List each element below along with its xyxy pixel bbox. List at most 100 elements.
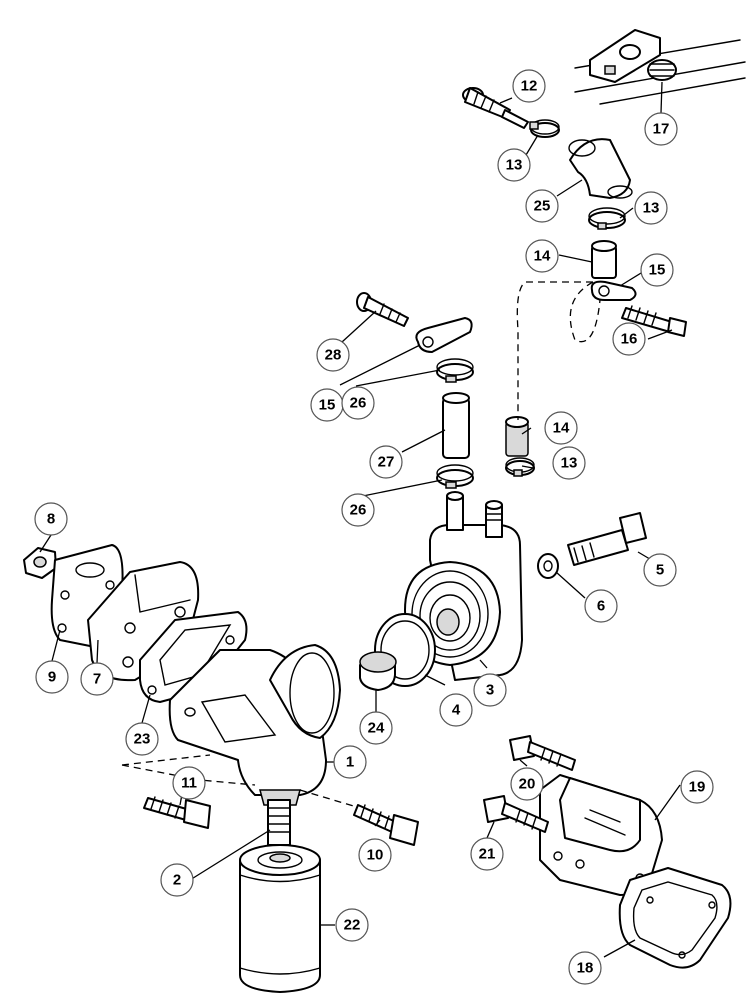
part-19-cover-plate [539,774,663,896]
part-15-clip-upper [590,280,637,301]
part-22-oil-filter [239,844,321,993]
callout-c8: 8 [34,502,68,536]
callout-c11: 11 [172,766,206,800]
callout-c16: 16 [612,322,646,356]
callout-c23: 23 [125,722,159,756]
callout-label: 13 [561,455,578,472]
part-20-bolt [509,735,576,771]
callout-label: 14 [534,248,551,265]
part-18-gasket [618,867,732,969]
callout-c17: 17 [644,112,678,146]
callout-label: 24 [368,720,385,737]
callout-c26a: 26 [341,386,375,420]
part-5-bolt [567,512,647,566]
callout-label: 11 [181,775,197,792]
part-24-plug [359,651,397,691]
part-14-sleeve-upper [591,240,617,279]
callout-label: 23 [134,731,151,748]
part-21-bolt [483,795,549,833]
callout-label: 25 [534,198,551,215]
part-13-hose-clamp-top [529,119,560,138]
callout-label: 16 [621,331,638,348]
callout-c14a: 14 [525,239,559,273]
callout-label: 26 [350,395,367,412]
callout-c2: 2 [160,863,194,897]
callout-c22: 22 [335,908,369,942]
callout-label: 9 [48,669,56,686]
part-12-hose-fitting [462,87,529,129]
callout-c6: 6 [584,589,618,623]
callout-c21: 21 [470,837,504,871]
part-26-clamp-upper [436,358,474,383]
callout-label: 13 [506,157,523,174]
callout-c18: 18 [568,951,602,985]
callout-label: 18 [577,960,594,977]
part-2-stud [267,799,291,846]
part-25-elbow-hose [568,138,633,199]
part-27-tube [442,392,470,459]
callout-label: 15 [319,397,336,414]
callout-c14b: 14 [544,411,578,445]
callout-c13a: 13 [497,148,531,182]
part-28-bolt [356,292,409,327]
callout-label: 17 [653,121,670,138]
callout-c7: 7 [80,662,114,696]
callout-c10: 10 [358,838,392,872]
callout-label: 4 [452,702,461,719]
callout-c28: 28 [316,338,350,372]
hose-route-line [516,281,593,420]
callout-label: 26 [350,502,367,519]
callout-label: 28 [325,347,342,364]
callout-c13b: 13 [634,191,668,225]
callout-c27: 27 [369,445,403,479]
callout-label: 20 [519,776,536,793]
callout-c15b: 15 [310,388,344,422]
bolt-11-path [121,764,256,786]
callout-c1: 1 [333,745,367,779]
part-15-clip-lower [415,317,473,353]
callout-label: 13 [643,200,660,217]
part-10-bolt [353,804,419,846]
callout-label: 21 [479,846,496,863]
callout-label: 2 [173,872,181,889]
callout-label: 27 [378,454,395,471]
callout-c3: 3 [473,673,507,707]
part-26-clamp-lower [436,464,474,489]
callout-c15a: 15 [640,253,674,287]
callout-label: 10 [367,847,384,864]
part-23-gasket [139,611,248,703]
callout-c9: 9 [35,660,69,694]
callout-c26b: 26 [341,493,375,527]
callout-label: 8 [47,511,55,528]
callout-label: 22 [344,917,361,934]
callout-c25: 25 [525,189,559,223]
callout-c19: 19 [680,770,714,804]
callout-c12: 12 [512,69,546,103]
part-14-sleeve-lower [505,416,529,457]
part-13-hose-clamp-lower [505,457,535,477]
callout-label: 19 [689,779,706,796]
callout-label: 7 [93,671,101,688]
callout-label: 12 [521,78,538,95]
callout-c4: 4 [439,693,473,727]
part-17-block-fitting [574,29,746,105]
part-16-bolt [621,305,687,337]
callout-c20: 20 [510,767,544,801]
callout-c24: 24 [359,711,393,745]
part-1-filter-head [168,644,341,806]
callout-label: 14 [553,420,570,437]
part-11-bolt [143,796,211,829]
callout-c13c: 13 [552,446,586,480]
part-8-nut [23,547,57,579]
callout-label: 15 [649,262,666,279]
leader-lines [39,81,681,958]
part-6-washer [537,553,559,579]
callout-c5: 5 [643,553,677,587]
callout-label: 6 [597,598,605,615]
bolt-10-path [299,789,361,809]
part-13-hose-clamp-mid [588,207,626,230]
callout-label: 3 [486,682,494,699]
callout-label: 1 [346,754,354,771]
callout-label: 5 [656,562,664,579]
